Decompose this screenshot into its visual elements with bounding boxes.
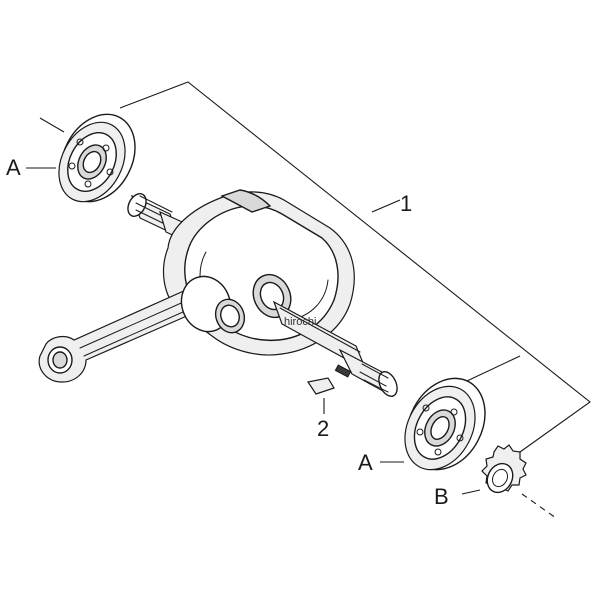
- callout-bearing-a-left: A: [6, 155, 21, 180]
- timing-gear: [461, 444, 557, 519]
- right-ball-bearing: [380, 377, 486, 471]
- callout-part-2: 2: [317, 416, 330, 441]
- connecting-rod: [38, 275, 246, 383]
- callout-bearing-a-right: A: [358, 450, 373, 475]
- watermark-text: hirochi: [284, 316, 317, 328]
- right-shaft: [252, 273, 398, 398]
- left-ball-bearing: [39, 113, 136, 203]
- callout-gear-b: B: [434, 484, 449, 509]
- woodruff-key: [307, 377, 335, 414]
- callout-part-1: 1: [400, 191, 413, 216]
